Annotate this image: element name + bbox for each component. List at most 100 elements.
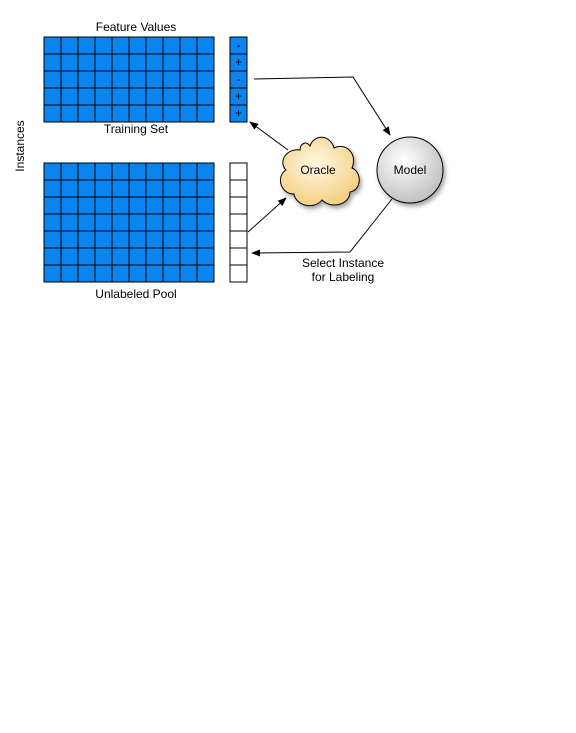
pool-cell bbox=[179, 196, 198, 215]
training-cell bbox=[94, 53, 113, 72]
pool-cell bbox=[128, 247, 147, 266]
pool-cell bbox=[179, 264, 198, 283]
pool-cell bbox=[77, 179, 96, 198]
pool-cell bbox=[162, 230, 181, 249]
unlabeled-label-cell bbox=[229, 179, 248, 198]
pool-cell bbox=[94, 162, 113, 181]
pool-cell bbox=[179, 213, 198, 232]
pool-cell bbox=[60, 179, 79, 198]
oracle-to-training-arrow bbox=[249, 121, 289, 151]
pool-cell bbox=[145, 162, 164, 181]
training-cell bbox=[179, 87, 198, 106]
training-cell bbox=[162, 53, 181, 72]
pool-cell bbox=[145, 230, 164, 249]
training-cell bbox=[94, 36, 113, 55]
oracle-label: Oracle bbox=[300, 163, 336, 177]
model-label: Model bbox=[394, 163, 427, 177]
pool-cell bbox=[128, 230, 147, 249]
training-cell bbox=[111, 36, 130, 55]
training-cell bbox=[179, 36, 198, 55]
pool-cell bbox=[60, 162, 79, 181]
pool-cell bbox=[60, 247, 79, 266]
training-cell bbox=[179, 53, 198, 72]
pool-cell bbox=[111, 213, 130, 232]
pool-cell bbox=[77, 162, 96, 181]
training-cell bbox=[196, 53, 215, 72]
pool-cell bbox=[128, 162, 147, 181]
pool-cell bbox=[94, 230, 113, 249]
pool-cell bbox=[111, 247, 130, 266]
training-cell bbox=[196, 87, 215, 106]
training-cell bbox=[60, 87, 79, 106]
oracle-cloud bbox=[279, 136, 360, 207]
training-cell bbox=[145, 70, 164, 89]
training-cell bbox=[145, 36, 164, 55]
training-cell bbox=[196, 36, 215, 55]
training-cell bbox=[196, 104, 215, 123]
pool-cell bbox=[43, 247, 62, 266]
pool-cell bbox=[94, 196, 113, 215]
training-cell bbox=[128, 36, 147, 55]
training-cell bbox=[128, 87, 147, 106]
pool-cell bbox=[94, 247, 113, 266]
pool-cell bbox=[128, 213, 147, 232]
pool-cell bbox=[77, 230, 96, 249]
pool-cell bbox=[94, 213, 113, 232]
training-cell bbox=[196, 70, 215, 89]
training-cell bbox=[111, 87, 130, 106]
pool-cell bbox=[77, 264, 96, 283]
unlabeled-label-cell bbox=[229, 162, 248, 181]
training-cell bbox=[111, 53, 130, 72]
training-cell bbox=[145, 53, 164, 72]
pool-cell bbox=[77, 196, 96, 215]
training-cell bbox=[179, 104, 198, 123]
select-instance-label-line1: Select Instance bbox=[302, 256, 384, 270]
training-label-sign: + bbox=[235, 55, 242, 69]
training-cell bbox=[60, 104, 79, 123]
pool-cell bbox=[43, 162, 62, 181]
pool-cell bbox=[43, 264, 62, 283]
pool-cell bbox=[111, 264, 130, 283]
training-label-sign: + bbox=[235, 106, 242, 120]
training-label-column: -+-++ bbox=[229, 36, 248, 123]
training-cell bbox=[60, 70, 79, 89]
unlabeled-label-cell bbox=[229, 264, 248, 283]
training-cell bbox=[77, 104, 96, 123]
training-cell bbox=[77, 87, 96, 106]
pool-cell bbox=[196, 179, 215, 198]
pool-cell bbox=[94, 264, 113, 283]
pool-cell bbox=[111, 196, 130, 215]
pool-cell bbox=[60, 230, 79, 249]
pool-cell bbox=[145, 196, 164, 215]
unlabeled-label-cell bbox=[229, 196, 248, 215]
pool-cell bbox=[162, 264, 181, 283]
unlabeled-label-cell bbox=[229, 213, 248, 232]
pool-cell bbox=[43, 179, 62, 198]
training-cell bbox=[94, 104, 113, 123]
training-cell bbox=[60, 53, 79, 72]
pool-cell bbox=[196, 264, 215, 283]
pool-cell bbox=[77, 247, 96, 266]
unlabeled-label-cell bbox=[229, 230, 248, 249]
training-set-label: Training Set bbox=[104, 122, 169, 136]
pool-cell bbox=[145, 247, 164, 266]
pool-cell bbox=[179, 230, 198, 249]
training-label-cell bbox=[229, 104, 248, 123]
training-cell bbox=[94, 87, 113, 106]
pool-cell bbox=[94, 179, 113, 198]
training-cell bbox=[60, 36, 79, 55]
training-cell bbox=[162, 104, 181, 123]
pool-cell bbox=[43, 230, 62, 249]
training-cell bbox=[77, 70, 96, 89]
training-cell bbox=[111, 70, 130, 89]
pool-cell bbox=[162, 179, 181, 198]
training-cell bbox=[43, 36, 62, 55]
instances-label: Instances bbox=[13, 120, 27, 171]
pool-cell bbox=[60, 196, 79, 215]
pool-cell bbox=[196, 213, 215, 232]
pool-cell bbox=[162, 196, 181, 215]
pool-to-oracle-arrow bbox=[247, 197, 287, 233]
unlabeled-pool-label: Unlabeled Pool bbox=[95, 287, 176, 301]
training-cell bbox=[128, 104, 147, 123]
